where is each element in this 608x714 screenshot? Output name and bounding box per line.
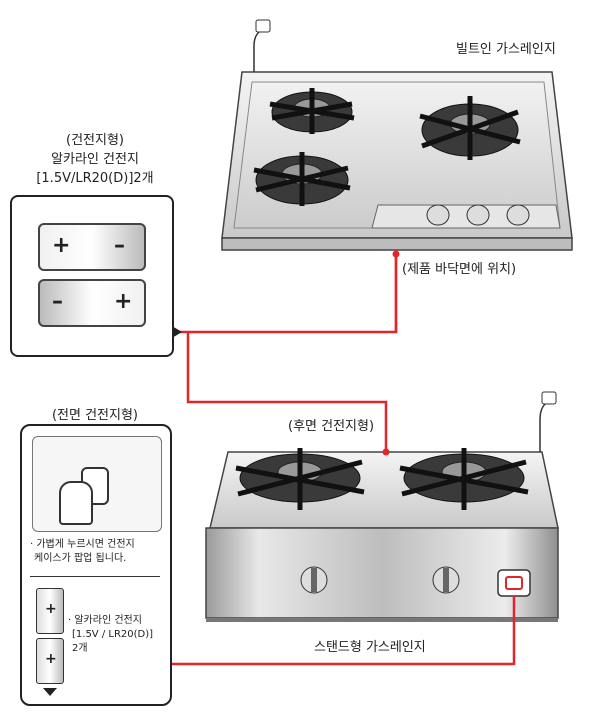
- inset-battery-lower-plus-sign: +: [45, 651, 57, 667]
- front-battery-inset: · 가볍게 누르시면 건전지 케이스가 팝업 됩니다. + + · 알카라인 건…: [20, 424, 172, 706]
- bottom-location-label: (제품 바닥면에 위치): [402, 262, 517, 277]
- connector-lines: [170, 250, 516, 666]
- inset-spec-line1: · 알카라인 건전지: [68, 615, 142, 626]
- front-battery-case: [497, 569, 531, 597]
- press-illustration: [32, 436, 162, 532]
- stand-knobs: [300, 566, 460, 594]
- battery-bottom: – +: [38, 279, 146, 327]
- battery-spec-line1: 알카라인 건전지: [51, 152, 139, 167]
- battery-top: + –: [38, 223, 146, 271]
- battery-top-plus-sign: +: [52, 233, 71, 258]
- builtin-range-label: 빌트인 가스레인지: [456, 42, 556, 57]
- press-hint-line1: · 가볍게 누르시면 건전지: [30, 539, 135, 550]
- inset-spec-line2: [1.5V / LR20(D)]: [72, 629, 154, 640]
- battery-bottom-plus-sign: +: [114, 289, 133, 314]
- stand-range-illustration: [205, 391, 559, 622]
- press-hint-line2: 케이스가 팝업 됩니다.: [34, 553, 127, 564]
- inset-battery-upper-plus-sign: +: [45, 601, 57, 617]
- down-arrow-icon: [43, 688, 57, 696]
- builtin-range-illustration: [221, 19, 573, 251]
- burner-stand-left: [235, 448, 365, 510]
- builtin-knobs: [426, 204, 530, 226]
- battery-bottom-minus-sign: –: [52, 289, 63, 314]
- burner-stand-right: [399, 448, 529, 510]
- front-battery-label: (전면 건전지형): [51, 408, 139, 423]
- rear-battery-label: (후면 건전지형): [288, 419, 375, 434]
- battery-panel: + – – +: [10, 195, 174, 357]
- burner-right: [419, 96, 521, 160]
- battery-top-minus-sign: –: [114, 233, 125, 258]
- battery-spec-line2: [1.5V/LR20(D)]2개: [36, 171, 154, 186]
- stand-range-label: 스탠드형 가스레인지: [314, 640, 426, 655]
- inset-battery-lower: +: [36, 638, 64, 684]
- inset-spec-line3: 2개: [72, 643, 88, 654]
- burner-top-left: [269, 88, 355, 134]
- inset-divider: [30, 576, 160, 577]
- inset-battery-upper: +: [36, 588, 64, 634]
- battery-type-title: (건전지형): [66, 133, 124, 148]
- burner-bottom-left: [253, 152, 351, 206]
